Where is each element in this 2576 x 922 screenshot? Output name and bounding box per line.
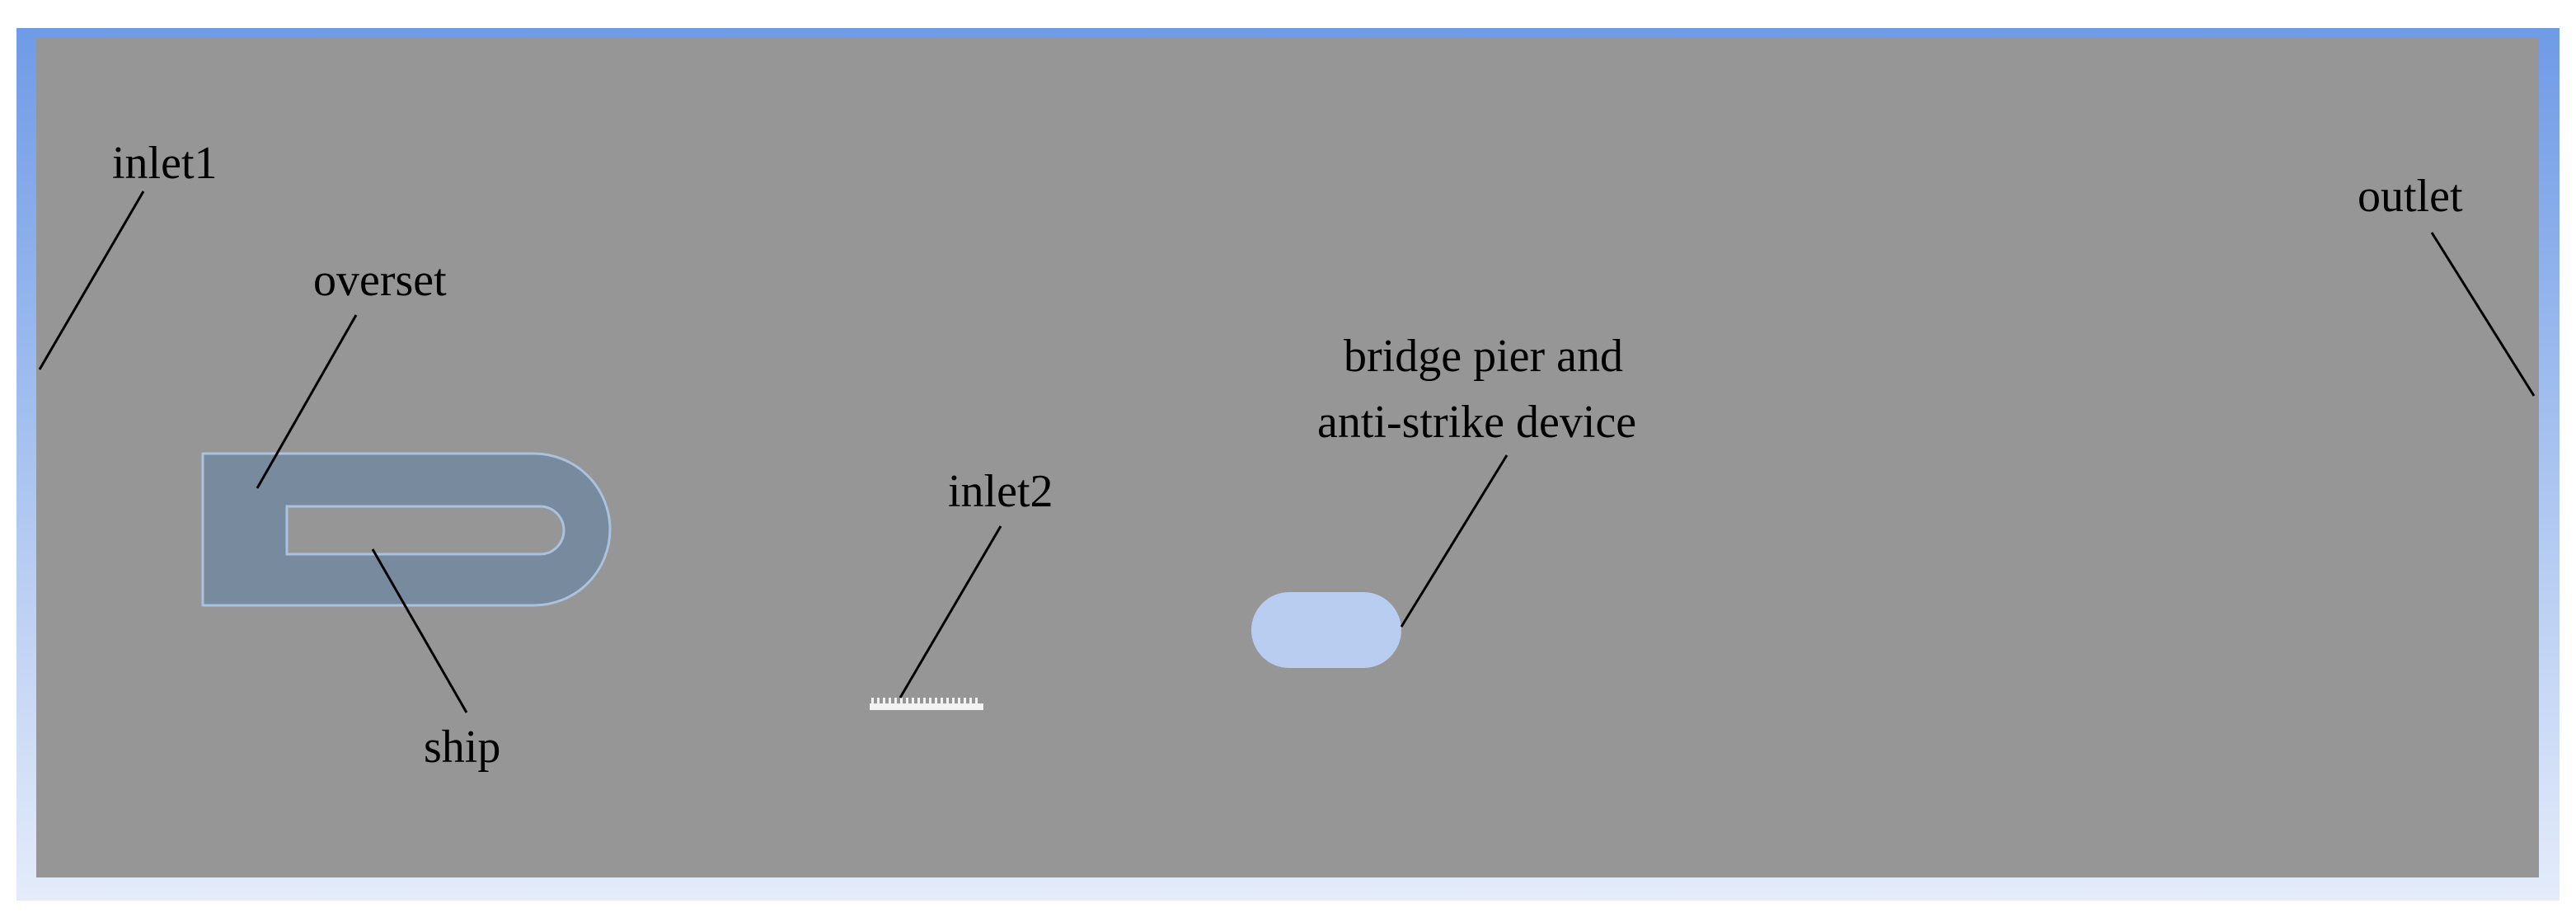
- pier-label-line2: anti-strike device: [1317, 397, 1636, 448]
- pier-label-line1: bridge pier and: [1344, 331, 1623, 382]
- outlet-leader-line: [2430, 232, 2536, 397]
- overset-label: overset: [313, 255, 447, 306]
- inlet2-tooth: [871, 698, 874, 704]
- ship-hull: [285, 505, 565, 556]
- inlet2-tooth: [941, 698, 943, 704]
- inlet2-tooth: [964, 698, 966, 704]
- inlet1-label: inlet1: [112, 138, 218, 189]
- inlet2-tooth: [952, 698, 955, 704]
- inlet2-tooth: [894, 698, 897, 704]
- inlet2-teeth: [871, 698, 978, 704]
- inlet2-tooth: [883, 698, 885, 704]
- overset-leader-line: [256, 314, 358, 489]
- inlet2-tooth: [877, 698, 880, 704]
- inlet2-tooth: [923, 698, 926, 704]
- ship-label: ship: [424, 722, 500, 773]
- inlet2-tooth: [969, 698, 972, 704]
- inlet2-strip: [870, 703, 983, 710]
- inlet2-tooth: [975, 698, 978, 704]
- inlet2-tooth: [935, 698, 937, 704]
- inlet2-tooth: [917, 698, 920, 704]
- ship-leader-line: [371, 548, 468, 713]
- outlet-label: outlet: [2358, 171, 2463, 222]
- inlet2-tooth: [946, 698, 949, 704]
- inlet2-tooth: [912, 698, 914, 704]
- inlet2-tooth: [906, 698, 908, 704]
- inlet2-label: inlet2: [948, 466, 1053, 517]
- inlet2-tooth: [958, 698, 960, 704]
- inlet2-tooth: [889, 698, 891, 704]
- bridge-pier-shape: [1251, 592, 1401, 668]
- inlet2-tooth: [929, 698, 931, 704]
- pier-leader-line: [1400, 454, 1509, 628]
- inlet1-leader-line: [38, 191, 145, 370]
- inlet2-leader-line: [899, 525, 1002, 699]
- inlet2-tooth: [900, 698, 903, 704]
